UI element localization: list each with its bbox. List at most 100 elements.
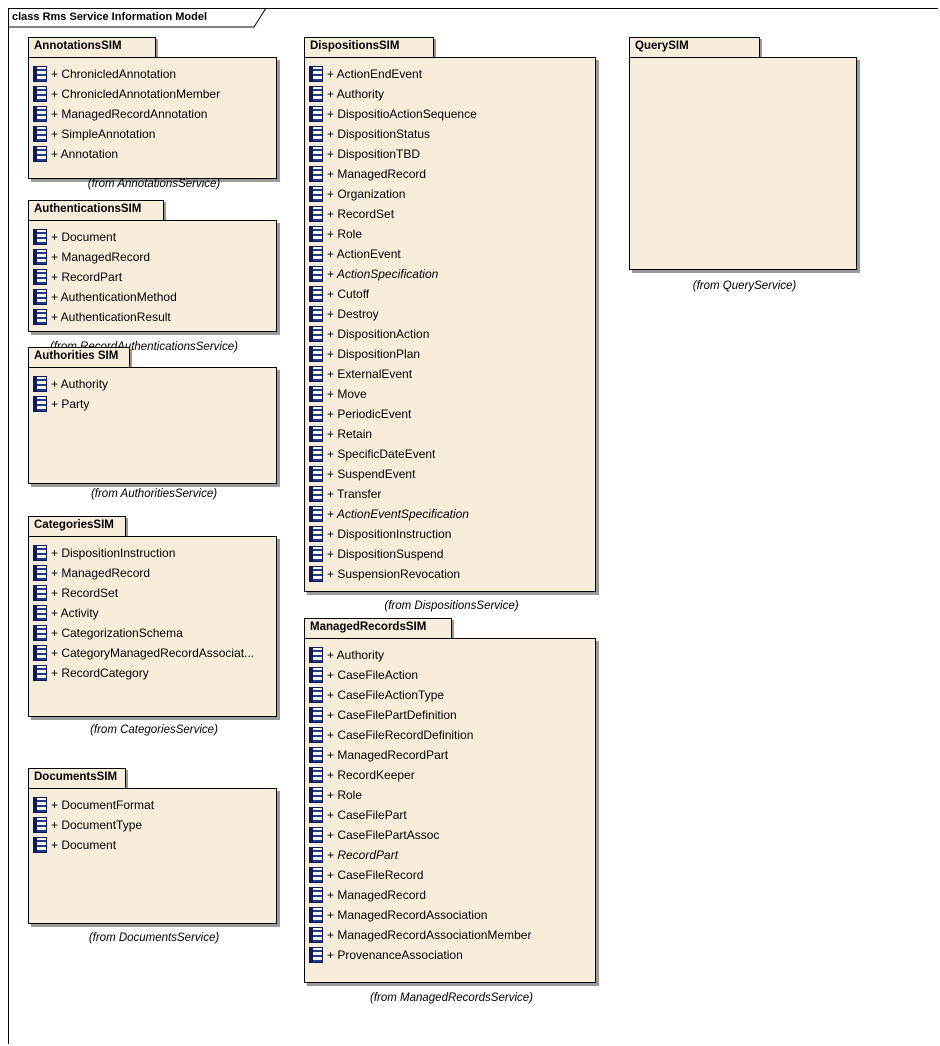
class-item[interactable]: + Document [33,227,276,247]
class-item[interactable]: + CaseFilePartDefinition [309,705,595,725]
class-item[interactable]: + Authority [309,84,595,104]
class-item[interactable]: + RecordSet [33,583,276,603]
package-body: + DocumentFormat+ DocumentType+ Document [28,788,277,924]
class-item[interactable]: + CaseFilePartAssoc [309,825,595,845]
class-item[interactable]: + ManagedRecord [309,885,595,905]
class-item-label: + ChronicledAnnotation [51,67,177,81]
class-item-label: + ActionEndEvent [327,67,423,81]
class-item-label: + Role [327,227,363,241]
class-item[interactable]: + Annotation [33,144,276,164]
class-icon [309,86,323,102]
class-item[interactable]: + DocumentFormat [33,795,276,815]
package-items: + Document+ ManagedRecord+ RecordPart+ A… [29,221,276,327]
class-icon [33,396,47,412]
class-item[interactable]: + DispositionInstruction [33,543,276,563]
class-item[interactable]: + PeriodicEvent [309,404,595,424]
class-item[interactable]: + SuspensionRevocation [309,564,595,584]
class-item[interactable]: + ManagedRecord [33,247,276,267]
class-item-label: + RecordCategory [51,666,149,680]
class-item[interactable]: + ManagedRecordAssociation [309,905,595,925]
class-item[interactable]: + Authority [33,374,276,394]
class-item[interactable]: + SpecificDateEvent [309,444,595,464]
class-icon [309,206,323,222]
class-item[interactable]: + Move [309,384,595,404]
class-item[interactable]: + CaseFileRecord [309,865,595,885]
class-item[interactable]: + ManagedRecord [33,563,276,583]
class-icon [309,747,323,763]
class-item[interactable]: + Activity [33,603,276,623]
class-icon [309,346,323,362]
class-item[interactable]: + SuspendEvent [309,464,595,484]
class-icon [309,807,323,823]
class-item-label: + Organization [327,187,406,201]
class-item[interactable]: + Cutoff [309,284,595,304]
class-item[interactable]: + DispositionStatus [309,124,595,144]
class-item[interactable]: + CaseFileActionType [309,685,595,705]
class-item[interactable]: + ChronicledAnnotation [33,64,276,84]
class-item[interactable]: + ManagedRecord [309,164,595,184]
class-item[interactable]: + DispositionAction [309,324,595,344]
class-item-label: + Authority [51,377,109,391]
class-item-label: + ProvenanceAssociation [327,948,463,962]
class-item-label: + SuspensionRevocation [327,567,461,581]
class-icon [309,226,323,242]
class-item[interactable]: + RecordPart [33,267,276,287]
class-item-label: + Transfer [327,487,382,501]
class-item[interactable]: + ProvenanceAssociation [309,945,595,965]
class-item[interactable]: + CategoryManagedRecordAssociat... [33,643,276,663]
class-item-label: + Party [51,397,90,411]
class-item[interactable]: + DispositionSuspend [309,544,595,564]
class-item[interactable]: + Document [33,835,276,855]
class-item[interactable]: + AuthenticationResult [33,307,276,327]
class-item[interactable]: + DispositionTBD [309,144,595,164]
class-icon [33,665,47,681]
class-item[interactable]: + ActionSpecification [309,264,595,284]
class-item[interactable]: + Role [309,224,595,244]
class-icon [309,867,323,883]
package-tab: ManagedRecordsSIM [304,618,452,639]
class-item[interactable]: + DispositioActionSequence [309,104,595,124]
class-icon [33,376,47,392]
class-item[interactable]: + DocumentType [33,815,276,835]
class-item[interactable]: + ActionEvent [309,244,595,264]
class-icon [33,565,47,581]
class-item[interactable]: + DispositionInstruction [309,524,595,544]
class-item[interactable]: + Transfer [309,484,595,504]
class-item[interactable]: + Destroy [309,304,595,324]
class-item[interactable]: + CategorizationSchema [33,623,276,643]
class-icon [33,545,47,561]
class-item[interactable]: + ManagedRecordAssociationMember [309,925,595,945]
class-icon [309,146,323,162]
class-item-label: + Role [327,788,363,802]
class-item[interactable]: + Retain [309,424,595,444]
class-item[interactable]: + ActionEndEvent [309,64,595,84]
class-item[interactable]: + AuthenticationMethod [33,287,276,307]
class-item-label: + Authority [327,87,385,101]
class-item[interactable]: + ExternalEvent [309,364,595,384]
class-icon [33,146,47,162]
class-item[interactable]: + Party [33,394,276,414]
class-item[interactable]: + RecordCategory [33,663,276,683]
class-item[interactable]: + ManagedRecordPart [309,745,595,765]
class-item[interactable]: + ChronicledAnnotationMember [33,84,276,104]
class-icon [309,326,323,342]
class-item[interactable]: + RecordKeeper [309,765,595,785]
class-item[interactable]: + Organization [309,184,595,204]
class-item[interactable]: + CaseFilePart [309,805,595,825]
class-item[interactable]: + SimpleAnnotation [33,124,276,144]
class-item-label: + CaseFileRecord [327,868,424,882]
class-item[interactable]: + CaseFileAction [309,665,595,685]
class-item[interactable]: + ManagedRecordAnnotation [33,104,276,124]
class-item[interactable]: + Authority [309,645,595,665]
class-icon [309,286,323,302]
class-item[interactable]: + DispositionPlan [309,344,595,364]
package-items [630,58,856,64]
class-item[interactable]: + CaseFileRecordDefinition [309,725,595,745]
class-item[interactable]: + ActionEventSpecification [309,504,595,524]
class-icon [309,66,323,82]
class-item-label: + DispositionStatus [327,127,431,141]
class-item[interactable]: + RecordPart [309,845,595,865]
class-icon [309,566,323,582]
class-item[interactable]: + RecordSet [309,204,595,224]
class-item[interactable]: + Role [309,785,595,805]
